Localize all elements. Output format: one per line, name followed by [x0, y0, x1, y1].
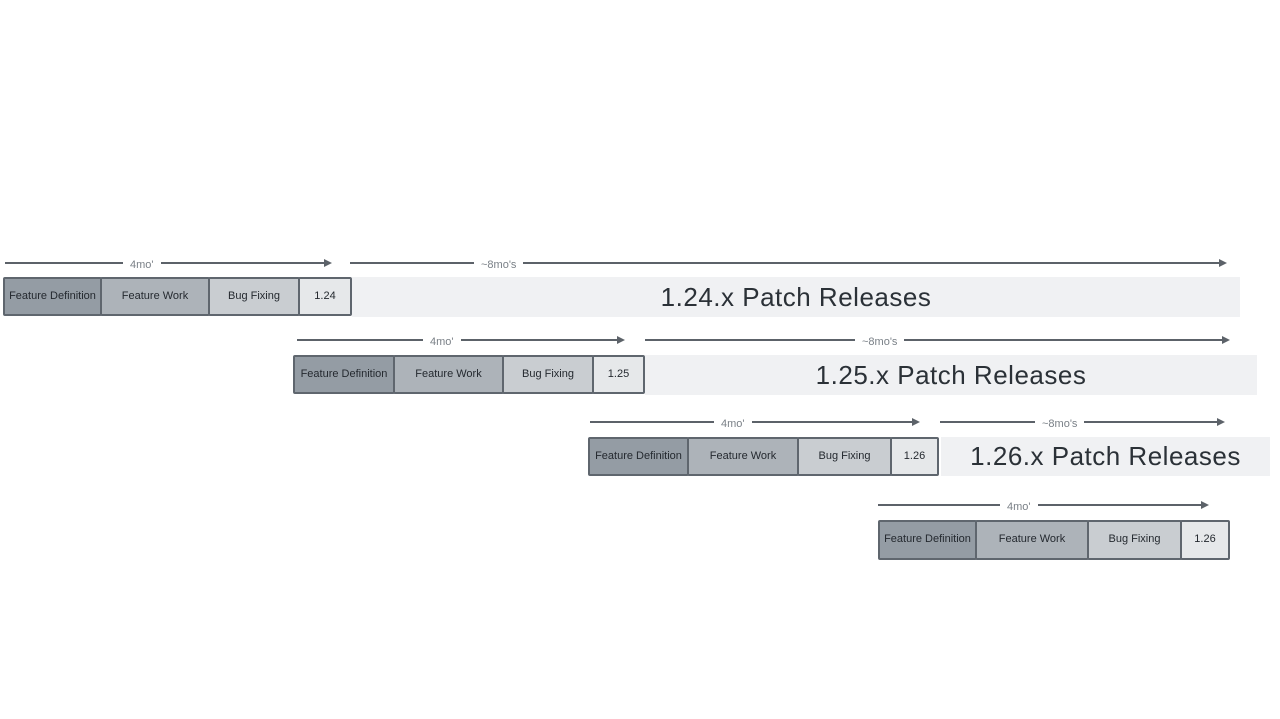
phase-box-feature-work: Feature Work: [975, 520, 1089, 560]
arrow-line: [5, 262, 123, 264]
arrow-line: [751, 418, 920, 426]
phase-box-bug-fixing: Bug Fixing: [502, 355, 594, 394]
duration-arrow-4mo: 4mo': [878, 500, 1209, 518]
version-box: 1.25: [592, 355, 645, 394]
phase-box-feature-work: Feature Work: [393, 355, 504, 394]
arrow-line: [1084, 418, 1225, 426]
phase-box-bug-fixing: Bug Fixing: [1087, 520, 1182, 560]
phase-box-bug-fixing: Bug Fixing: [208, 277, 300, 316]
arrow-line: [297, 339, 423, 341]
patch-releases-bar: 1.26.x Patch Releases: [941, 437, 1270, 476]
arrow-line: [878, 504, 1000, 506]
arrow-label-4mo: 4mo': [1007, 501, 1031, 513]
arrow-line: [160, 259, 332, 267]
arrow-label-4mo: 4mo': [130, 259, 154, 271]
patch-releases-bar: 1.24.x Patch Releases: [352, 277, 1240, 317]
duration-arrow-8mo: ~8mo's: [645, 335, 1230, 353]
patch-releases-bar: 1.25.x Patch Releases: [645, 355, 1257, 395]
phase-box-feature-definition: Feature Definition: [3, 277, 102, 316]
phase-box-feature-work: Feature Work: [687, 437, 799, 476]
arrow-line: [523, 259, 1227, 267]
version-box: 1.24: [298, 277, 352, 316]
phase-box-feature-work: Feature Work: [100, 277, 210, 316]
duration-arrow-8mo: ~8mo's: [350, 258, 1227, 276]
arrow-line: [940, 421, 1035, 423]
arrow-label-8mo: ~8mo's: [862, 336, 898, 348]
arrow-line: [590, 421, 714, 423]
duration-arrow-8mo: ~8mo's: [940, 417, 1225, 435]
arrow-label-4mo: 4mo': [721, 418, 745, 430]
arrow-label-8mo: ~8mo's: [1042, 418, 1078, 430]
duration-arrow-4mo: 4mo': [5, 258, 332, 276]
version-box: 1.26: [1180, 520, 1230, 560]
arrow-line: [350, 262, 474, 264]
phase-box-bug-fixing: Bug Fixing: [797, 437, 892, 476]
arrow-label-4mo: 4mo': [430, 336, 454, 348]
arrow-label-8mo: ~8mo's: [481, 259, 517, 271]
phase-box-feature-definition: Feature Definition: [293, 355, 395, 394]
arrow-line: [904, 336, 1230, 344]
version-box: 1.26: [890, 437, 939, 476]
arrow-line: [1037, 501, 1209, 509]
duration-arrow-4mo: 4mo': [590, 417, 920, 435]
phase-box-feature-definition: Feature Definition: [878, 520, 977, 560]
duration-arrow-4mo: 4mo': [297, 335, 625, 353]
arrow-line: [460, 336, 625, 344]
phase-box-feature-definition: Feature Definition: [588, 437, 689, 476]
arrow-line: [645, 339, 855, 341]
